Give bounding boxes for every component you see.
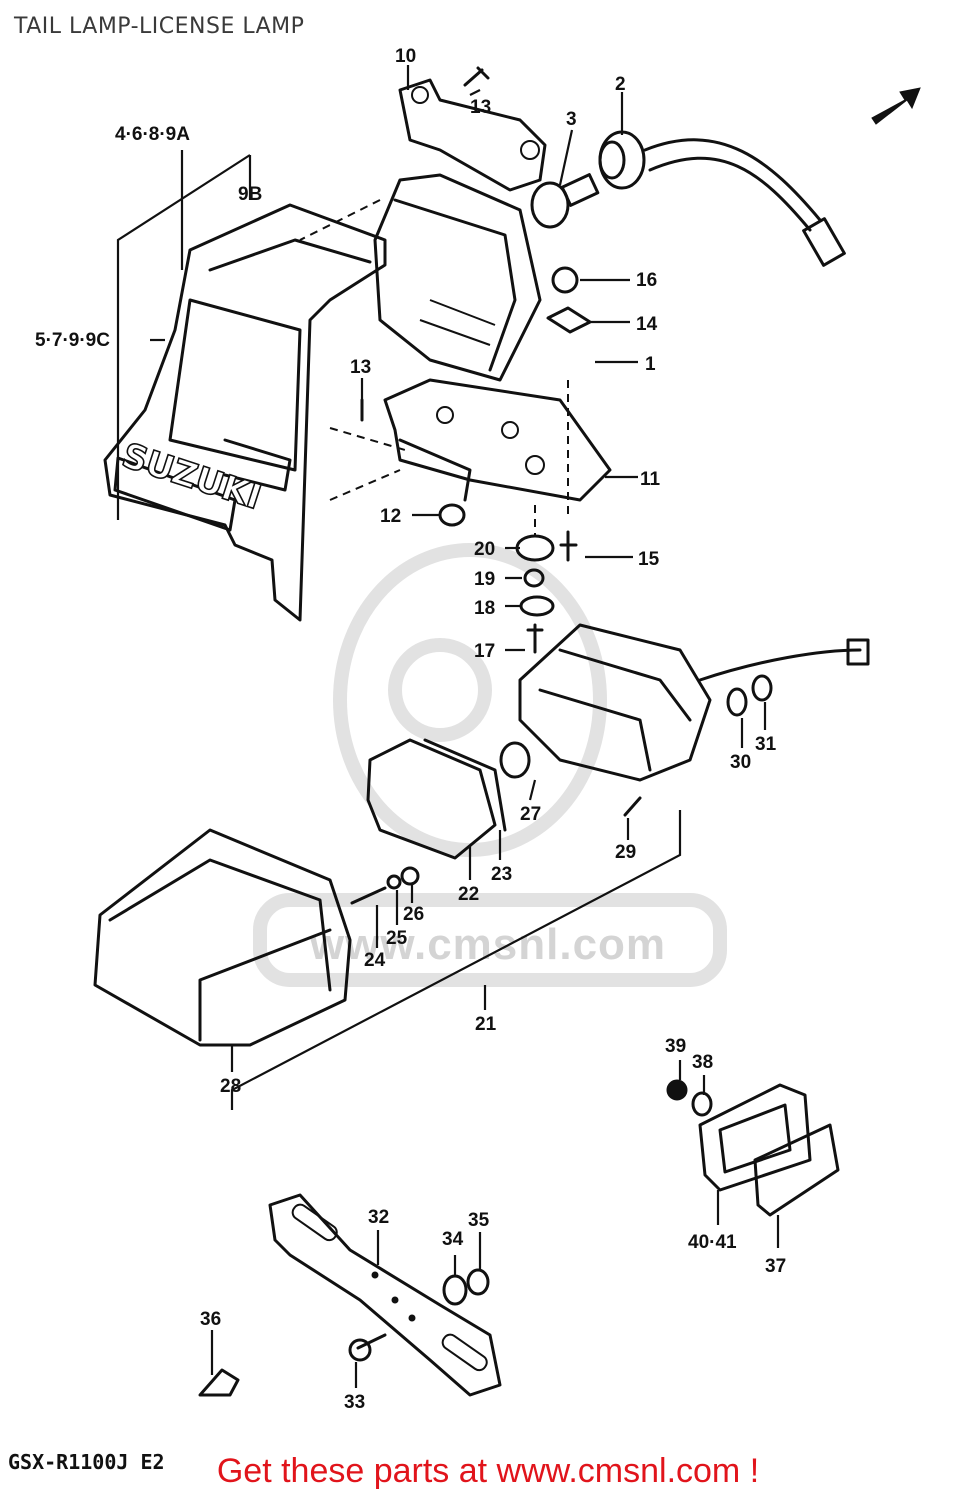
- callout-16: 16: [636, 270, 657, 291]
- screw-24: [350, 886, 387, 905]
- callout-12: 12: [380, 506, 401, 527]
- washer-14: [546, 306, 592, 334]
- callout-35: 35: [468, 1210, 490, 1231]
- screw-15: [559, 530, 578, 562]
- lamp-cover-28: [93, 828, 352, 1047]
- direction-arrow-icon: [871, 87, 921, 125]
- dashed-guides: [299, 199, 569, 535]
- callout-20: 20: [474, 539, 495, 560]
- license-bracket-32: [268, 1193, 502, 1397]
- screw-29: [623, 796, 642, 817]
- nut-16: [551, 266, 579, 294]
- callout-9b: 9B: [238, 184, 262, 205]
- callout-38: 38: [692, 1052, 713, 1073]
- collar-19: [523, 568, 545, 588]
- callout-23: 23: [491, 864, 512, 885]
- callout-13-top: 13: [470, 97, 491, 118]
- callout-34: 34: [442, 1229, 464, 1250]
- callout-27: 27: [520, 804, 541, 825]
- callout-17: 17: [474, 641, 495, 662]
- rear-cowl: [103, 203, 387, 622]
- nut-35: [466, 1268, 490, 1296]
- callout-4-6-8-9a: 4·6·8·9A: [115, 124, 190, 145]
- nut-39: [666, 1079, 688, 1101]
- callout-29: 29: [615, 842, 636, 863]
- model-code: GSX-R1100J E2: [8, 1450, 165, 1474]
- washer-38: [691, 1091, 713, 1117]
- reflector-36: [198, 1368, 240, 1397]
- lamp-base-21: [518, 623, 870, 782]
- callout-31: 31: [755, 734, 777, 755]
- callout-2: 2: [615, 74, 626, 95]
- callout-18: 18: [474, 598, 495, 619]
- callout-3: 3: [566, 109, 577, 130]
- leader-lines: [116, 65, 780, 1388]
- callout-15: 15: [638, 549, 660, 570]
- bulb-3: [530, 173, 600, 229]
- callout-24: 24: [364, 950, 386, 971]
- footer-cta-link[interactable]: Get these parts at www.cmsnl.com !: [216, 1452, 760, 1490]
- callout-33: 33: [344, 1392, 365, 1413]
- callout-22: 22: [458, 884, 479, 905]
- nut-12: [438, 503, 466, 527]
- grommet-20: [515, 534, 555, 562]
- lens-22: [366, 738, 507, 860]
- callout-11: 11: [640, 469, 661, 490]
- page-title: TAIL LAMP-LICENSE LAMP: [14, 14, 305, 39]
- callout-5-7-9-9c: 5·7·9·9C: [35, 330, 110, 351]
- bolt-33: [348, 1333, 387, 1362]
- license-lens-37: [753, 1123, 840, 1217]
- nut-31: [751, 674, 773, 702]
- suzuki-badge: SUZUKI: [117, 436, 266, 518]
- washer-25: [386, 874, 402, 890]
- callout-37: 37: [765, 1256, 786, 1277]
- lamp-housing: [373, 173, 542, 382]
- callout-1: 1: [645, 354, 656, 375]
- callout-26: 26: [403, 904, 424, 925]
- washer-26: [400, 866, 420, 886]
- callout-14: 14: [636, 314, 658, 335]
- license-lamp-40-41: [698, 1083, 812, 1192]
- watermark-text: www.cmsnl.com: [309, 920, 667, 969]
- callout-labels: 10 13 2 3 4·6·8·9A 9B 5·7·9·9C 16 14 1 1…: [35, 46, 786, 1413]
- callout-36: 36: [200, 1309, 221, 1330]
- callout-40-41: 40·41: [688, 1232, 737, 1253]
- callout-32: 32: [368, 1207, 389, 1228]
- screw-17: [526, 623, 544, 654]
- bulb-27: [499, 741, 531, 779]
- callout-10: 10: [395, 46, 416, 67]
- callout-21: 21: [475, 1014, 497, 1035]
- callout-39: 39: [665, 1036, 686, 1057]
- callout-13-mid: 13: [350, 357, 371, 378]
- callout-19: 19: [474, 569, 495, 590]
- bracket-10: [398, 78, 547, 192]
- callout-30: 30: [730, 752, 751, 773]
- callout-28: 28: [220, 1076, 241, 1097]
- washer-30: [726, 687, 748, 717]
- washer-18: [519, 595, 555, 617]
- bolt-13-top: [463, 66, 490, 87]
- washer-34: [442, 1274, 468, 1306]
- socket-2: [598, 130, 846, 267]
- mount-plate-11: [383, 378, 612, 502]
- callout-25: 25: [386, 928, 408, 949]
